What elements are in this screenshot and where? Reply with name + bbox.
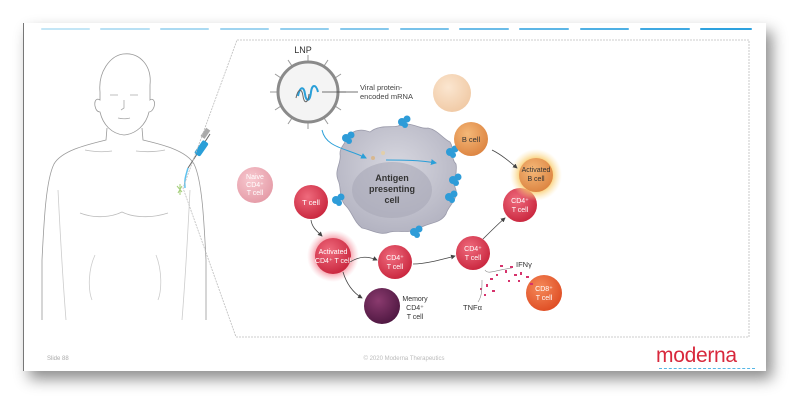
naive-label-line3: T cell: [247, 190, 264, 197]
cd4-t-cell-helper: [456, 236, 490, 270]
tnf-pointer: [477, 279, 483, 303]
arrow-activated-to-cd4: [349, 256, 378, 263]
t-cell: [294, 185, 328, 219]
arrow-tcell-to-activated: [310, 219, 323, 237]
apc-vesicle: [371, 156, 375, 160]
apc-label-line2: presenting: [369, 184, 415, 194]
ifn-pointer: [484, 267, 513, 273]
cd4-a-label-line1: CD4⁺: [386, 255, 404, 262]
lnp-particle: [270, 55, 358, 129]
antigen-icon: [398, 115, 411, 128]
naive-label-line1: Naive: [246, 174, 264, 181]
cd4-t-cell-effector: [378, 245, 412, 279]
b-cell-label: B cell: [462, 135, 481, 144]
abdomen-lines: [88, 254, 162, 301]
antigen-presenting-cell: [336, 123, 457, 234]
syringe-icon: [176, 127, 211, 195]
arrow-bcell-to-activated: [491, 149, 518, 169]
cd8-label-line2: T cell: [536, 295, 553, 302]
antigen-proteins: [332, 115, 462, 238]
injection-fluid: [184, 167, 189, 189]
mrna-label-line2: encoded mRNA: [360, 92, 413, 101]
antigen-icon: [449, 173, 462, 186]
chest-lines: [79, 211, 169, 218]
activated-b-label-line2: B cell: [527, 176, 545, 183]
memory-label-line2: CD4⁺: [406, 305, 424, 312]
antigen-icon: [342, 131, 355, 144]
cd8-t-cell: [526, 275, 562, 311]
cell-unlabeled-peach: [433, 74, 471, 112]
cytokine-particles: [480, 265, 533, 296]
arrow-cd4-to-bhelper: [482, 217, 506, 240]
t-cell-label: T cell: [302, 198, 320, 207]
activated-b-label-line1: Activated: [522, 167, 551, 174]
logo-underline: [659, 368, 755, 369]
activated-b-cell: [519, 158, 553, 192]
apc-label-line1: Antigen: [375, 173, 409, 183]
cd4-a-label-line2: T cell: [387, 264, 404, 271]
left-torso-outline: [41, 127, 108, 320]
apc-nucleus: [352, 162, 432, 218]
copyright-text: © 2020 Moderna Therapeutics: [363, 356, 445, 362]
cd8-label-line1: CD8⁺: [535, 286, 553, 293]
slide-number: Slide 88: [47, 356, 69, 362]
arrow-activated-to-memory: [342, 271, 363, 299]
moderna-logo: moderna: [656, 344, 737, 367]
ifn-gamma-label: IFNγ: [516, 260, 532, 269]
flow-arrows: [310, 149, 518, 299]
zoom-inset-frame: [182, 39, 750, 338]
mrna-backbone: [295, 89, 310, 103]
face-features: [110, 94, 138, 120]
mrna-label-line1: Viral protein-: [360, 83, 403, 92]
cd4-c-label-line2: T cell: [512, 207, 529, 214]
human-figure: [41, 53, 207, 321]
memory-label-line3: T cell: [407, 314, 424, 321]
memory-cd4-t-cell: [364, 288, 400, 324]
antigen-icon: [332, 193, 345, 206]
antigen-icon: [445, 190, 458, 203]
apc-label-line3: cell: [384, 195, 399, 205]
memory-label-line1: Memory: [402, 296, 428, 303]
tnf-alpha-label: TNFα: [463, 303, 483, 312]
naive-cd4-t-cell: [237, 167, 273, 203]
activated-cd4-t-cell: [315, 238, 351, 274]
mrna-uptake-arrow: [321, 129, 367, 159]
cd4-b-label-line1: CD4⁺: [464, 246, 482, 253]
arrow-cd4-to-cd4: [412, 254, 456, 265]
collarbones: [84, 149, 166, 153]
arm-lines: [57, 189, 191, 321]
syringe-barrel: [194, 140, 209, 157]
lnp-label: LNP: [294, 45, 312, 55]
b-cell: [454, 122, 488, 156]
cd4-c-label-line1: CD4⁺: [511, 198, 529, 205]
head-outline: [94, 53, 155, 136]
syringe-plunger: [200, 127, 211, 139]
apc-vesicle: [381, 151, 385, 155]
activated-cd4-label-line2: CD4⁺ T cell: [315, 258, 352, 265]
activated-cd4-label-line1: Activated: [319, 249, 348, 256]
lymph-node-icon: [176, 184, 183, 195]
antigen-presentation-arrow: [385, 159, 437, 166]
right-torso-outline: [141, 127, 207, 320]
naive-label-line2: CD4⁺: [246, 182, 264, 189]
antigen-icon: [410, 225, 423, 238]
cd4-b-label-line2: T cell: [465, 255, 482, 262]
